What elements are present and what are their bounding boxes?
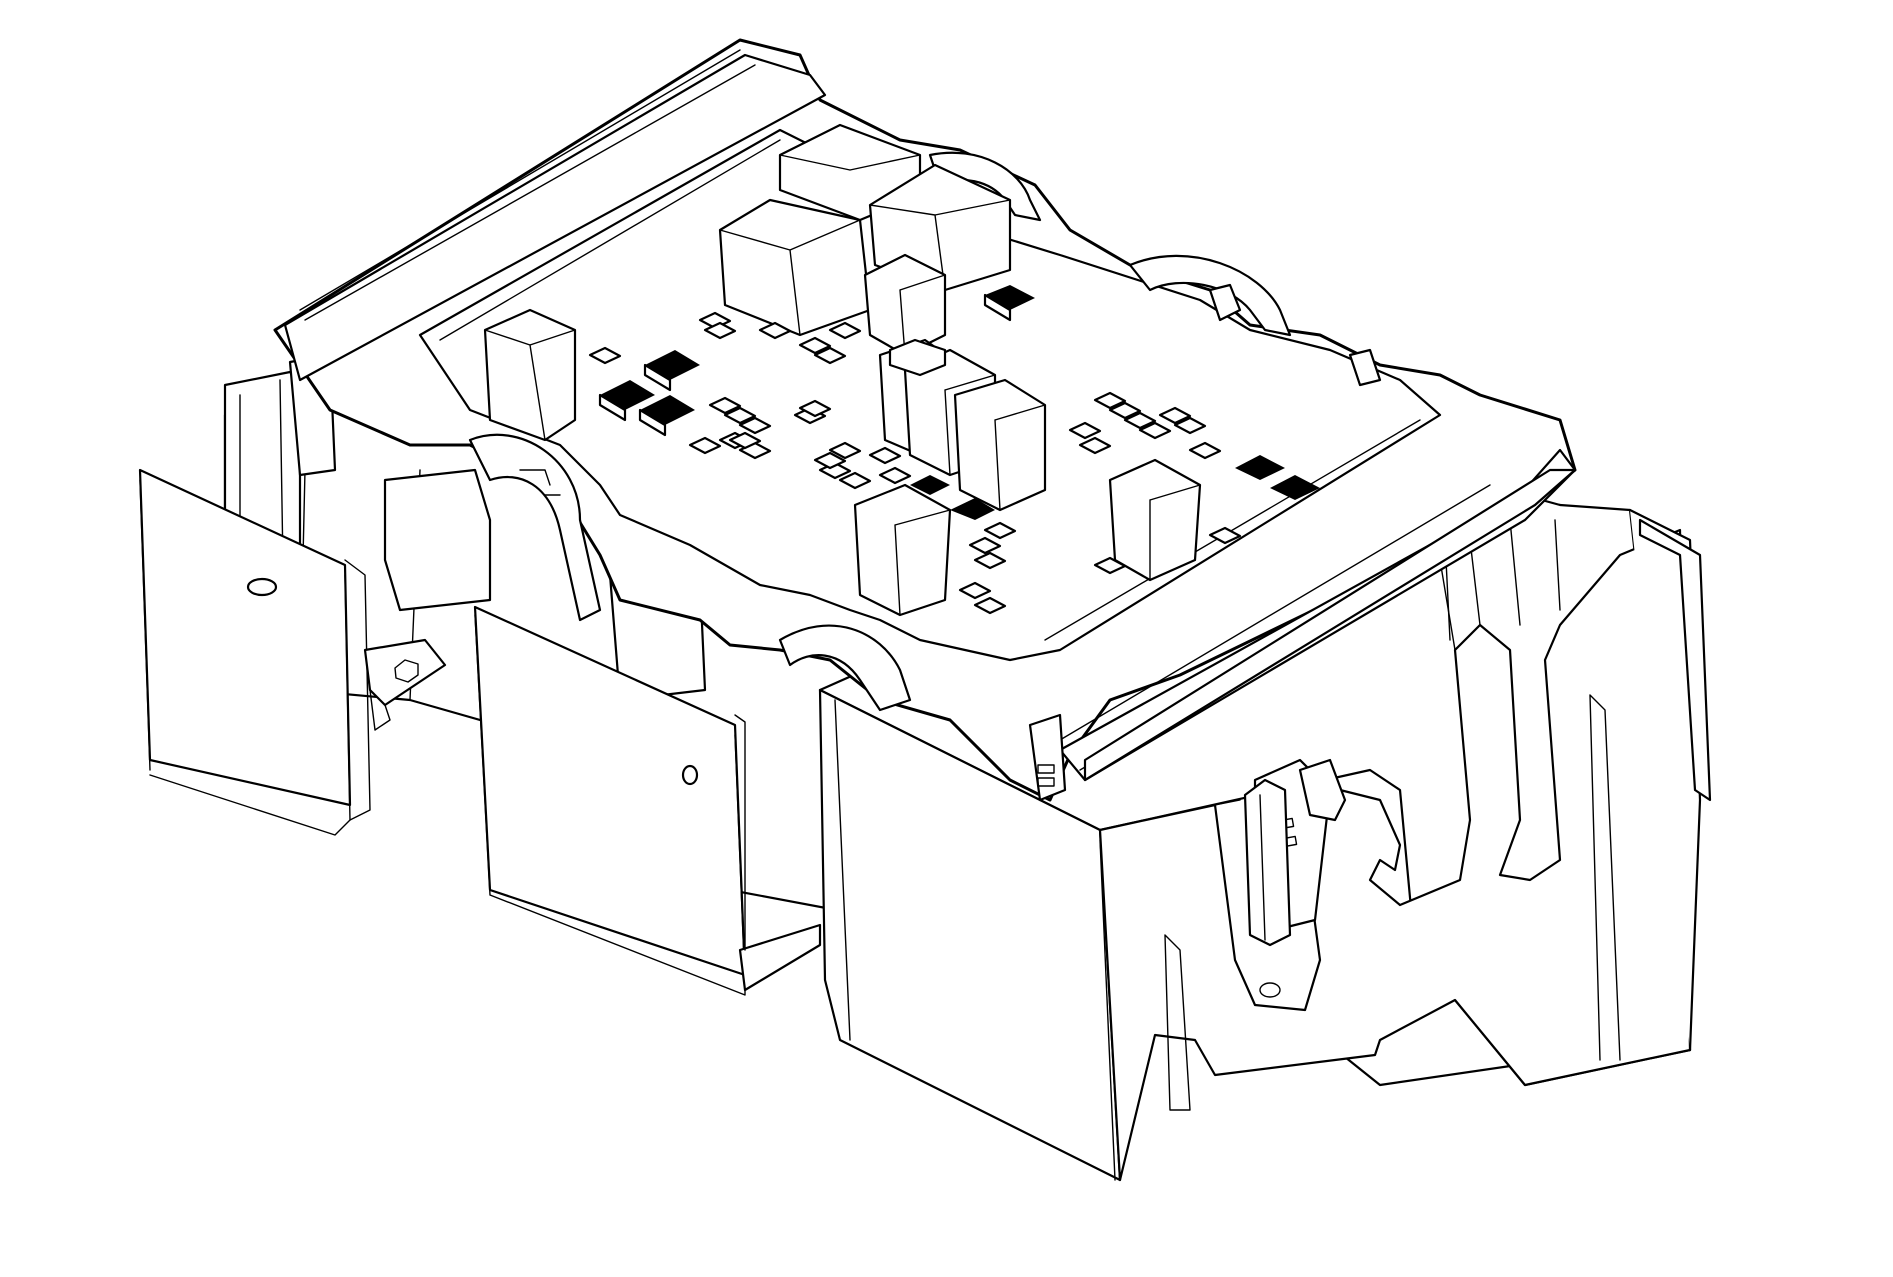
middle-mounting-panel xyxy=(473,605,822,996)
relay-9 xyxy=(853,483,952,617)
relay-5 xyxy=(863,253,947,357)
frame-latches xyxy=(1028,283,1382,802)
mounting-tab xyxy=(363,638,447,731)
fuses xyxy=(588,285,1320,615)
relay-1 xyxy=(483,308,577,442)
left-mounting-panel xyxy=(138,468,371,836)
relays xyxy=(483,123,1202,617)
relay-2 xyxy=(718,198,872,337)
relay-8 xyxy=(953,378,1047,512)
connector-terminals xyxy=(1243,758,1347,947)
relay-10 xyxy=(1108,458,1202,582)
